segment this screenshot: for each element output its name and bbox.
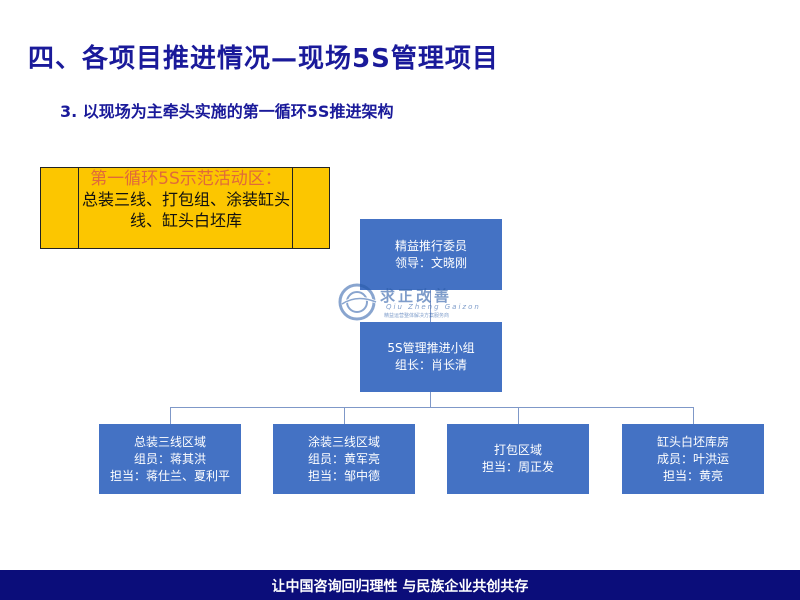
callout-content: 第一循环5S示范活动区： 总装三线、打包组、涂装缸头线、缸头白坯库 (81, 168, 291, 248)
connector-committee-team (430, 290, 431, 322)
committee-leader: 领导：文晓刚 (394, 255, 467, 270)
org-box-packing: 打包区域 担当：周正发 (447, 424, 589, 494)
area-member: 成员：叶洪运 (656, 451, 729, 466)
area-owner: 担当：蒋仕兰、夏利平 (109, 468, 230, 483)
area-name: 缸头白坯库房 (656, 434, 729, 449)
team-name: 5S管理推进小组 (387, 341, 475, 355)
footer-slogan: 让中国咨询回归理性 与民族企业共创共存 (271, 579, 529, 595)
org-box-painting-line3: 涂装三线区域 组员：黄军亮 担当：邹中德 (273, 424, 415, 494)
page-subtitle: 3. 以现场为主牵头实施的第一循环5S推进架构 (60, 102, 394, 121)
team-leader: 组长：肖长清 (394, 358, 467, 372)
watermark-logo-icon (338, 283, 377, 321)
callout-body: 总装三线、打包组、涂装缸头线、缸头白坯库 (81, 190, 290, 230)
area-member: 组员：黄军亮 (307, 451, 380, 466)
area-owner: 担当：周正发 (481, 460, 554, 474)
callout-divider-left (78, 168, 79, 248)
area-name: 涂装三线区域 (307, 434, 380, 449)
watermark-brand: 求正改善 (380, 287, 453, 305)
area-name: 总装三线区域 (133, 434, 206, 449)
org-box-assembly-line3: 总装三线区域 组员：蒋其洪 担当：蒋仕兰、夏利平 (99, 424, 241, 494)
area-owner: 担当：黄亮 (662, 468, 723, 483)
connector-horizontal-bus (170, 407, 693, 408)
connector-area-2 (344, 407, 345, 424)
watermark-pinyin: Qiu Zheng Gaizon (386, 303, 481, 311)
org-box-committee: 精益推行委员 领导：文晓刚 (360, 219, 502, 290)
area-member: 组员：蒋其洪 (133, 451, 206, 466)
area-owner: 担当：邹中德 (307, 468, 380, 483)
callout-divider-right (292, 168, 293, 248)
connector-area-3 (518, 407, 519, 424)
connector-team-bus (430, 392, 431, 407)
callout-heading: 第一循环5S示范活动区： (90, 169, 282, 189)
page-title: 四、各项目推进情况—现场5S管理项目 (28, 44, 499, 74)
area-name: 打包区域 (493, 443, 542, 457)
org-box-5s-team: 5S管理推进小组 组长：肖长清 (360, 322, 502, 392)
demo-area-callout: 第一循环5S示范活动区： 总装三线、打包组、涂装缸头线、缸头白坯库 (40, 167, 330, 249)
committee-name: 精益推行委员 (394, 238, 467, 253)
org-box-cylinder-head-warehouse: 缸头白坯库房 成员：叶洪运 担当：黄亮 (622, 424, 764, 494)
watermark-tagline: 精益运营整体解决方案服务商 (384, 313, 450, 319)
connector-area-4 (693, 407, 694, 424)
connector-area-1 (170, 407, 171, 424)
footer-bar: 让中国咨询回归理性 与民族企业共创共存 (0, 570, 800, 600)
